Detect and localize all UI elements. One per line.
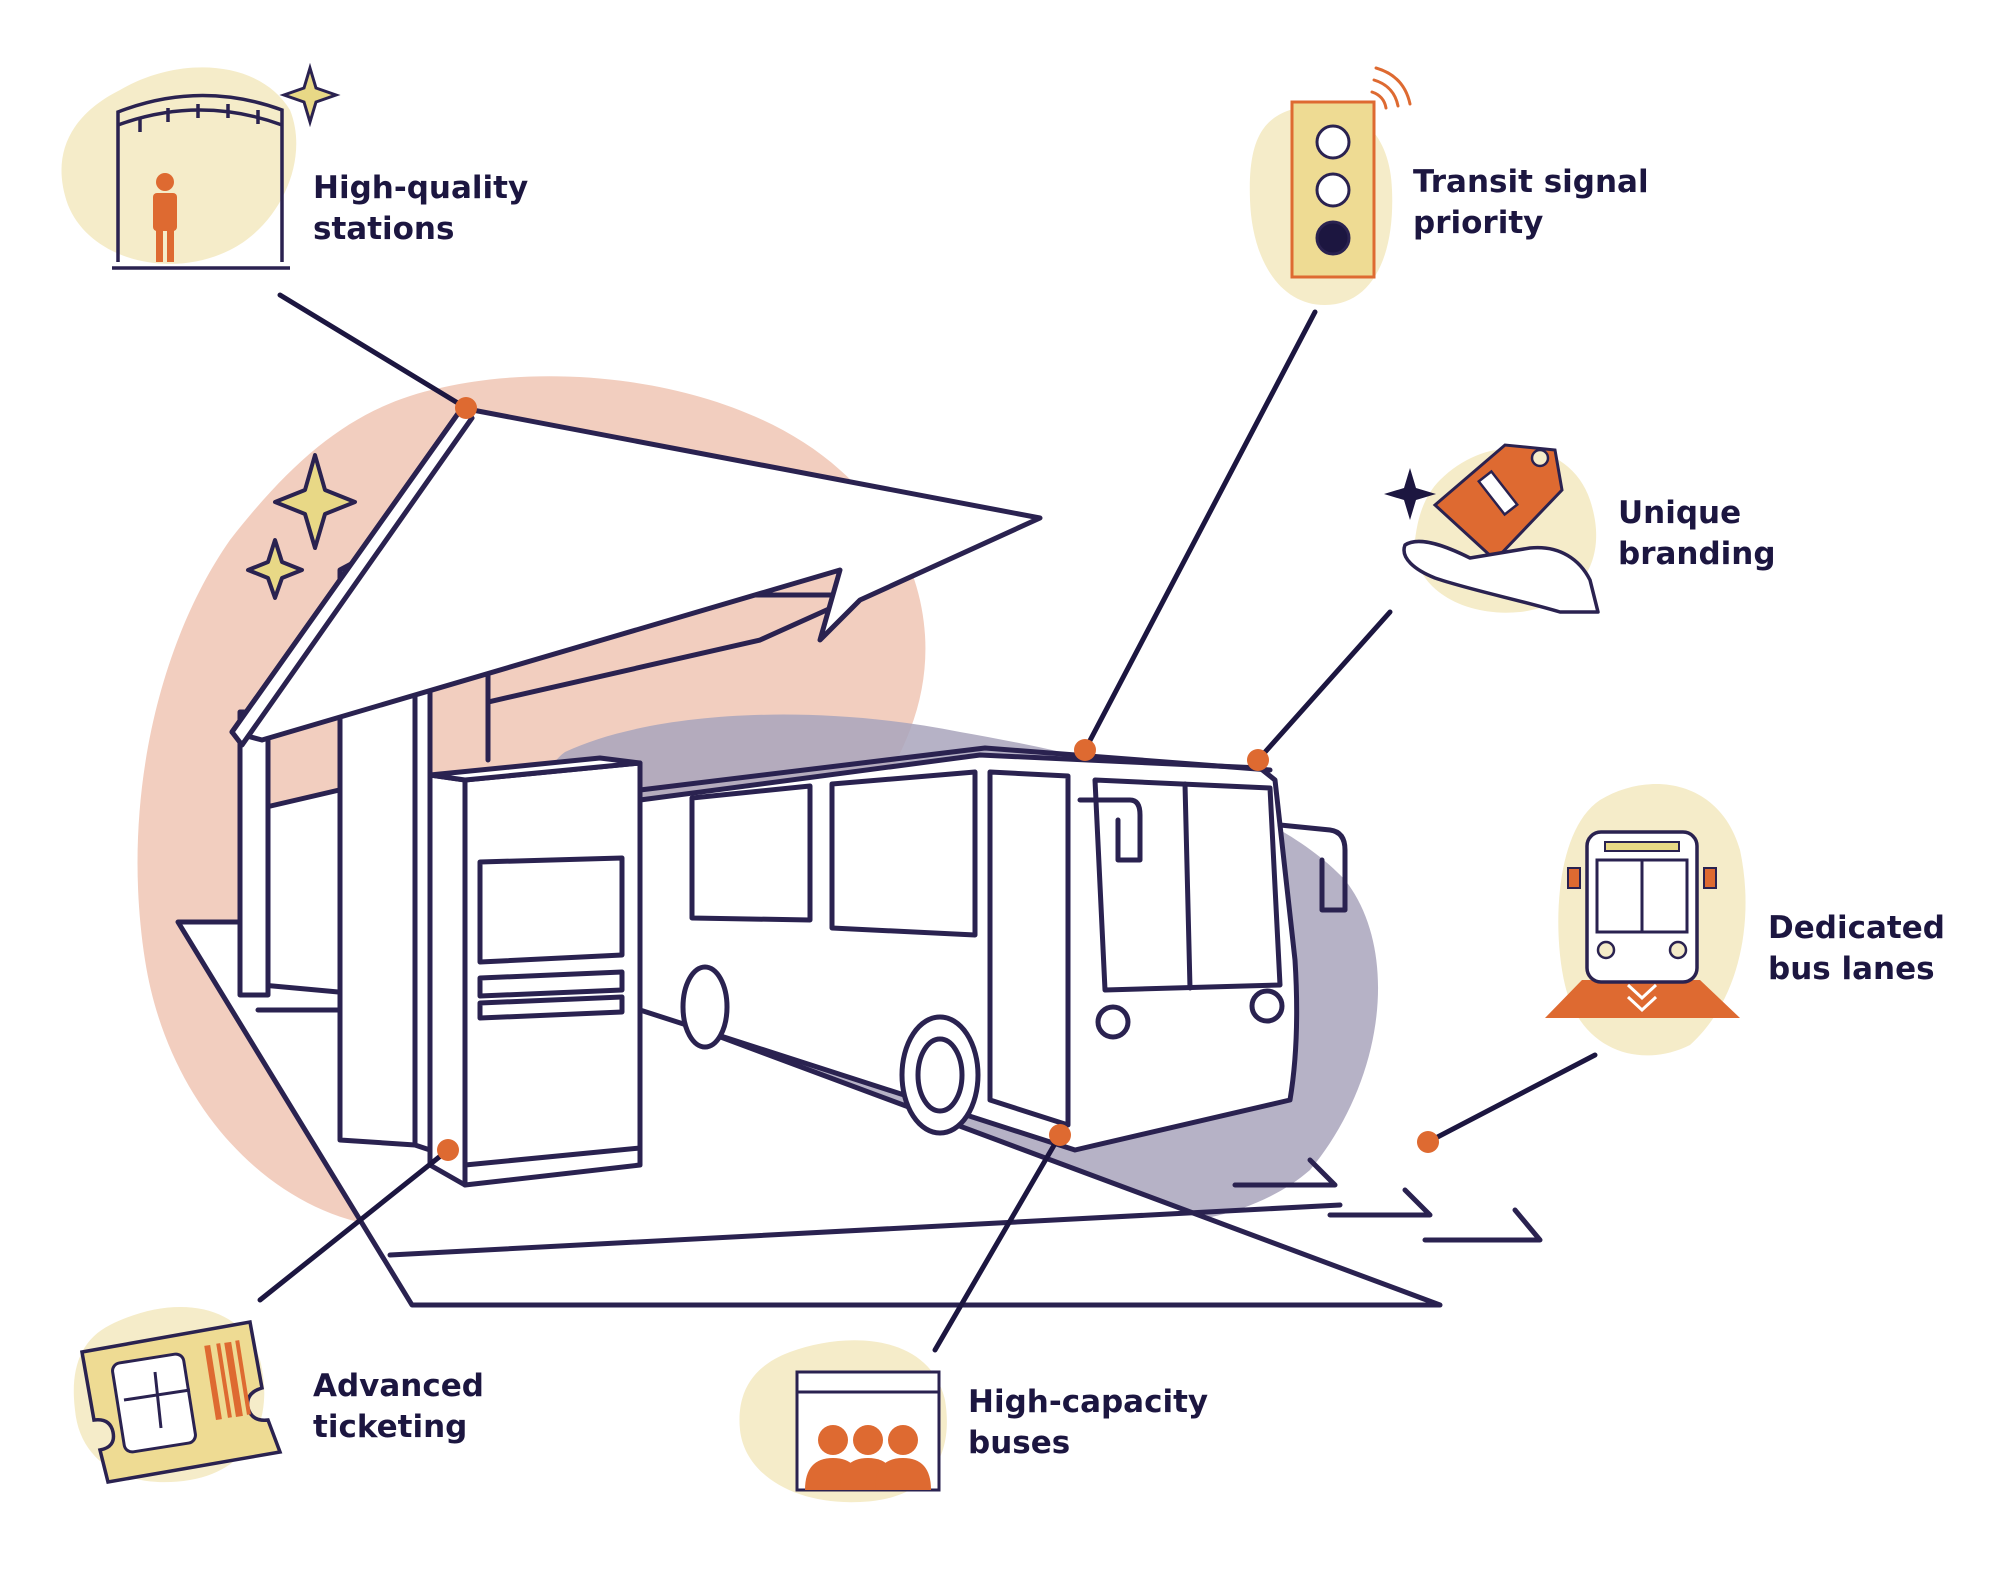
sparkle-icon (273, 453, 357, 550)
bus-headlight (1095, 1004, 1131, 1040)
ticket-kiosk-side (427, 772, 468, 1188)
bus-roof-line (637, 745, 1273, 793)
label-line: Dedicated (1768, 910, 1945, 946)
connector-ticketing (257, 1147, 451, 1303)
connector-dot (437, 1139, 459, 1161)
label-high-quality-stations: High-quality stations (313, 168, 528, 250)
label-line: stations (313, 211, 455, 247)
label-line: Unique (1618, 495, 1742, 531)
bus-wheel-hub (915, 1036, 965, 1114)
ticket-kiosk-screen (477, 855, 625, 965)
lane-motion-mark (1327, 1187, 1433, 1218)
label-line: High-quality (313, 170, 529, 206)
label-transit-signal-priority: Transit signal priority (1413, 162, 1649, 244)
ticket-kiosk-slot (477, 994, 625, 1021)
bus-ticket-icon (73, 1307, 283, 1485)
bus-headlight (1249, 988, 1285, 1024)
label-line: priority (1413, 205, 1544, 241)
lane-motion-mark (1422, 1207, 1543, 1243)
label-line: bus lanes (1768, 951, 1935, 987)
passengers-icon (739, 1340, 947, 1503)
connector-dot (455, 397, 477, 419)
ticket-kiosk-base (462, 1145, 643, 1168)
station-shelter-icon (61, 62, 341, 270)
connector-dot (1417, 1131, 1439, 1153)
connector-dot (1247, 749, 1269, 771)
shelter-roof-edge (229, 405, 475, 748)
connector-dots (437, 397, 1439, 1161)
shelter-roof (229, 405, 1043, 743)
ticket-kiosk-top (427, 755, 643, 783)
bus-lane-icon (1545, 784, 1746, 1056)
connector-dot (1049, 1124, 1071, 1146)
connector-signal (1082, 309, 1318, 753)
bus-wheel (680, 964, 730, 1050)
bus-door (987, 769, 1071, 1128)
connector-branding (1255, 609, 1393, 763)
ticket-kiosk-slot (477, 969, 625, 999)
bus-window (829, 769, 978, 938)
connector-stations (277, 292, 469, 411)
label-advanced-ticketing: Advanced ticketing (313, 1366, 484, 1448)
brand-tag-hand-icon (1384, 443, 1600, 614)
bus-mirror (1277, 822, 1348, 913)
bus-window (689, 783, 813, 923)
label-line: branding (1618, 536, 1776, 572)
label-line: buses (968, 1425, 1071, 1461)
label-line: Advanced (313, 1368, 484, 1404)
connector-lanes (1425, 1052, 1598, 1145)
label-unique-branding: Unique branding (1618, 493, 1776, 575)
main-illustration (175, 405, 1543, 1308)
label-dedicated-bus-lanes: Dedicated bus lanes (1768, 908, 1945, 990)
label-line: ticketing (313, 1409, 468, 1445)
connectors (257, 292, 1598, 1353)
shelter-pillar-rear (237, 709, 271, 998)
label-line: High-capacity (968, 1384, 1209, 1420)
traffic-light-icon (1249, 66, 1412, 305)
bus-mirror (1077, 797, 1143, 863)
lane-motion-mark (1232, 1157, 1338, 1188)
connector-capacity (932, 1132, 1063, 1353)
sparkle-icon (246, 538, 304, 600)
connector-dot (1074, 739, 1096, 761)
bus-windshield-divider (1182, 781, 1193, 991)
label-line: Transit signal (1413, 164, 1649, 200)
sparkle-group (246, 453, 357, 600)
label-high-capacity-buses: High-capacity buses (968, 1382, 1208, 1464)
